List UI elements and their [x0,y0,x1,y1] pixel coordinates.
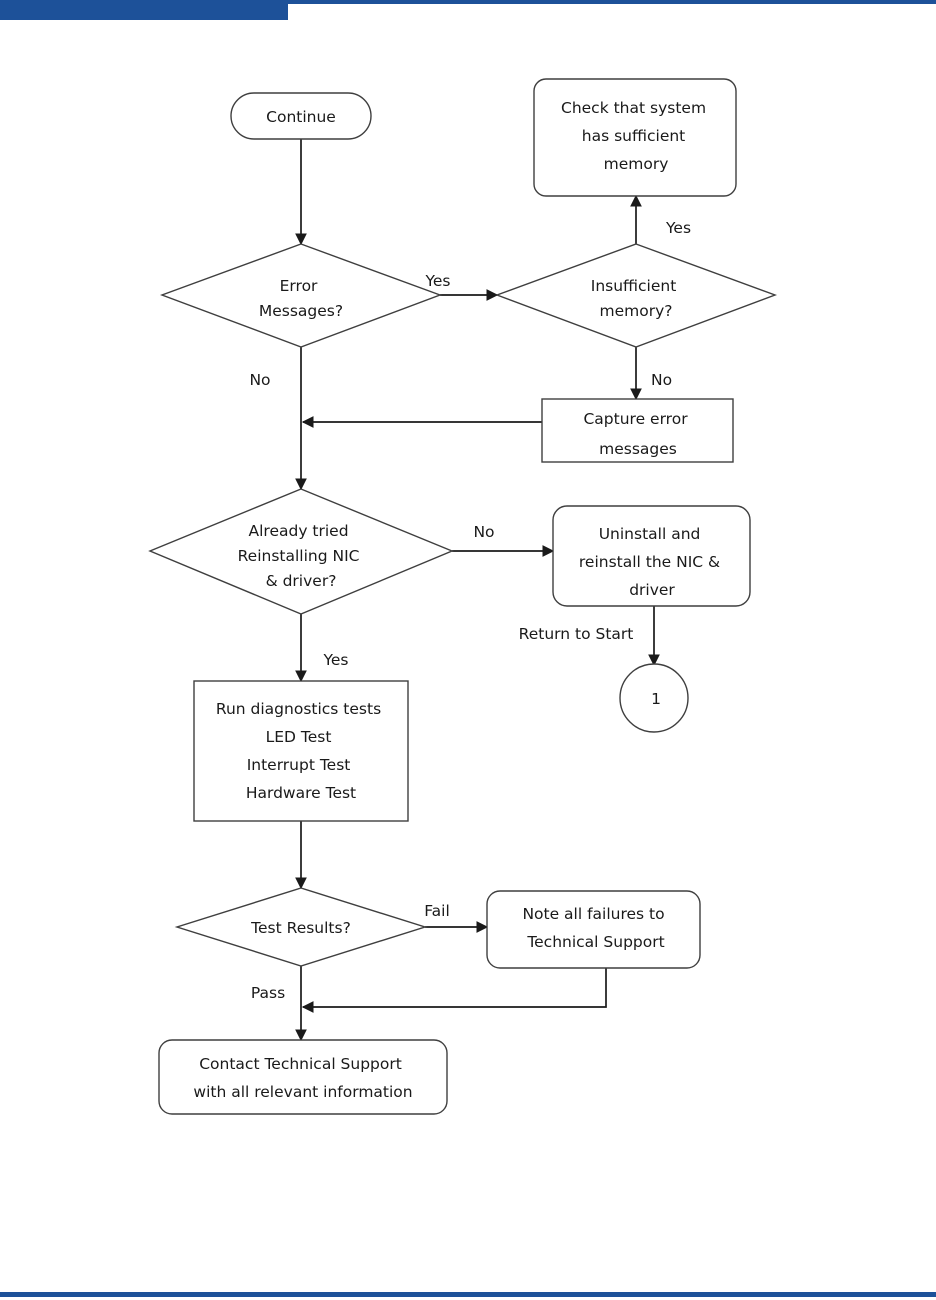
node-test-results-label: Test Results? [250,919,351,937]
edge-label-results-fail: Fail [424,902,450,920]
node-continue[interactable] [230,92,372,140]
node-note-failures-label: Note all failures to Technical Support [522,905,669,951]
edge-label-return-to-start: Return to Start [519,625,634,643]
node-capture-errors[interactable] [541,398,734,463]
node-connector-one-label: 1 [651,690,661,708]
node-run-diagnostics-label: Run diagnostics tests LED Test Interrupt… [216,700,386,802]
edge-label-tried-no: No [473,523,494,541]
edge-label-tried-yes: Yes [322,651,348,669]
node-capture-errors-label: Capture error messages [583,410,692,458]
edge-label-error-no: No [249,371,270,389]
node-note-failures[interactable] [486,890,701,969]
node-error-messages-label: Error Messages? [259,277,343,320]
node-uninstall-nic-label: Uninstall and reinstall the NIC & driver [579,525,725,599]
node-run-diagnostics[interactable] [193,680,409,822]
node-already-tried-label: Already tried Reinstalling NIC & driver? [238,522,365,590]
footer-accent-rule [0,1292,936,1297]
edge-label-insufficient-no: No [651,371,672,389]
header-accent-block [0,0,288,20]
node-already-tried[interactable] [148,488,454,615]
node-contact-support[interactable] [158,1039,448,1115]
edge-label-results-pass: Pass [251,984,285,1002]
node-connector-one[interactable] [619,663,689,733]
node-check-memory-label: Check that system has sufficient memory [561,99,711,173]
node-uninstall-nic[interactable] [552,505,751,607]
node-test-results[interactable] [174,887,428,967]
node-continue-label: Continue [266,108,336,126]
node-check-memory[interactable] [533,78,737,197]
node-contact-support-label: Contact Technical Support with all relev… [193,1055,412,1101]
edge-label-error-yes: Yes [424,272,450,290]
edge-note-to-spine [301,968,607,1013]
node-insufficient-memory[interactable] [494,243,778,348]
node-error-messages[interactable] [159,243,443,348]
node-insufficient-memory-label: Insufficient memory? [591,277,681,320]
edge-label-insufficient-yes: Yes [665,219,691,237]
header-accent-rule [0,0,936,4]
